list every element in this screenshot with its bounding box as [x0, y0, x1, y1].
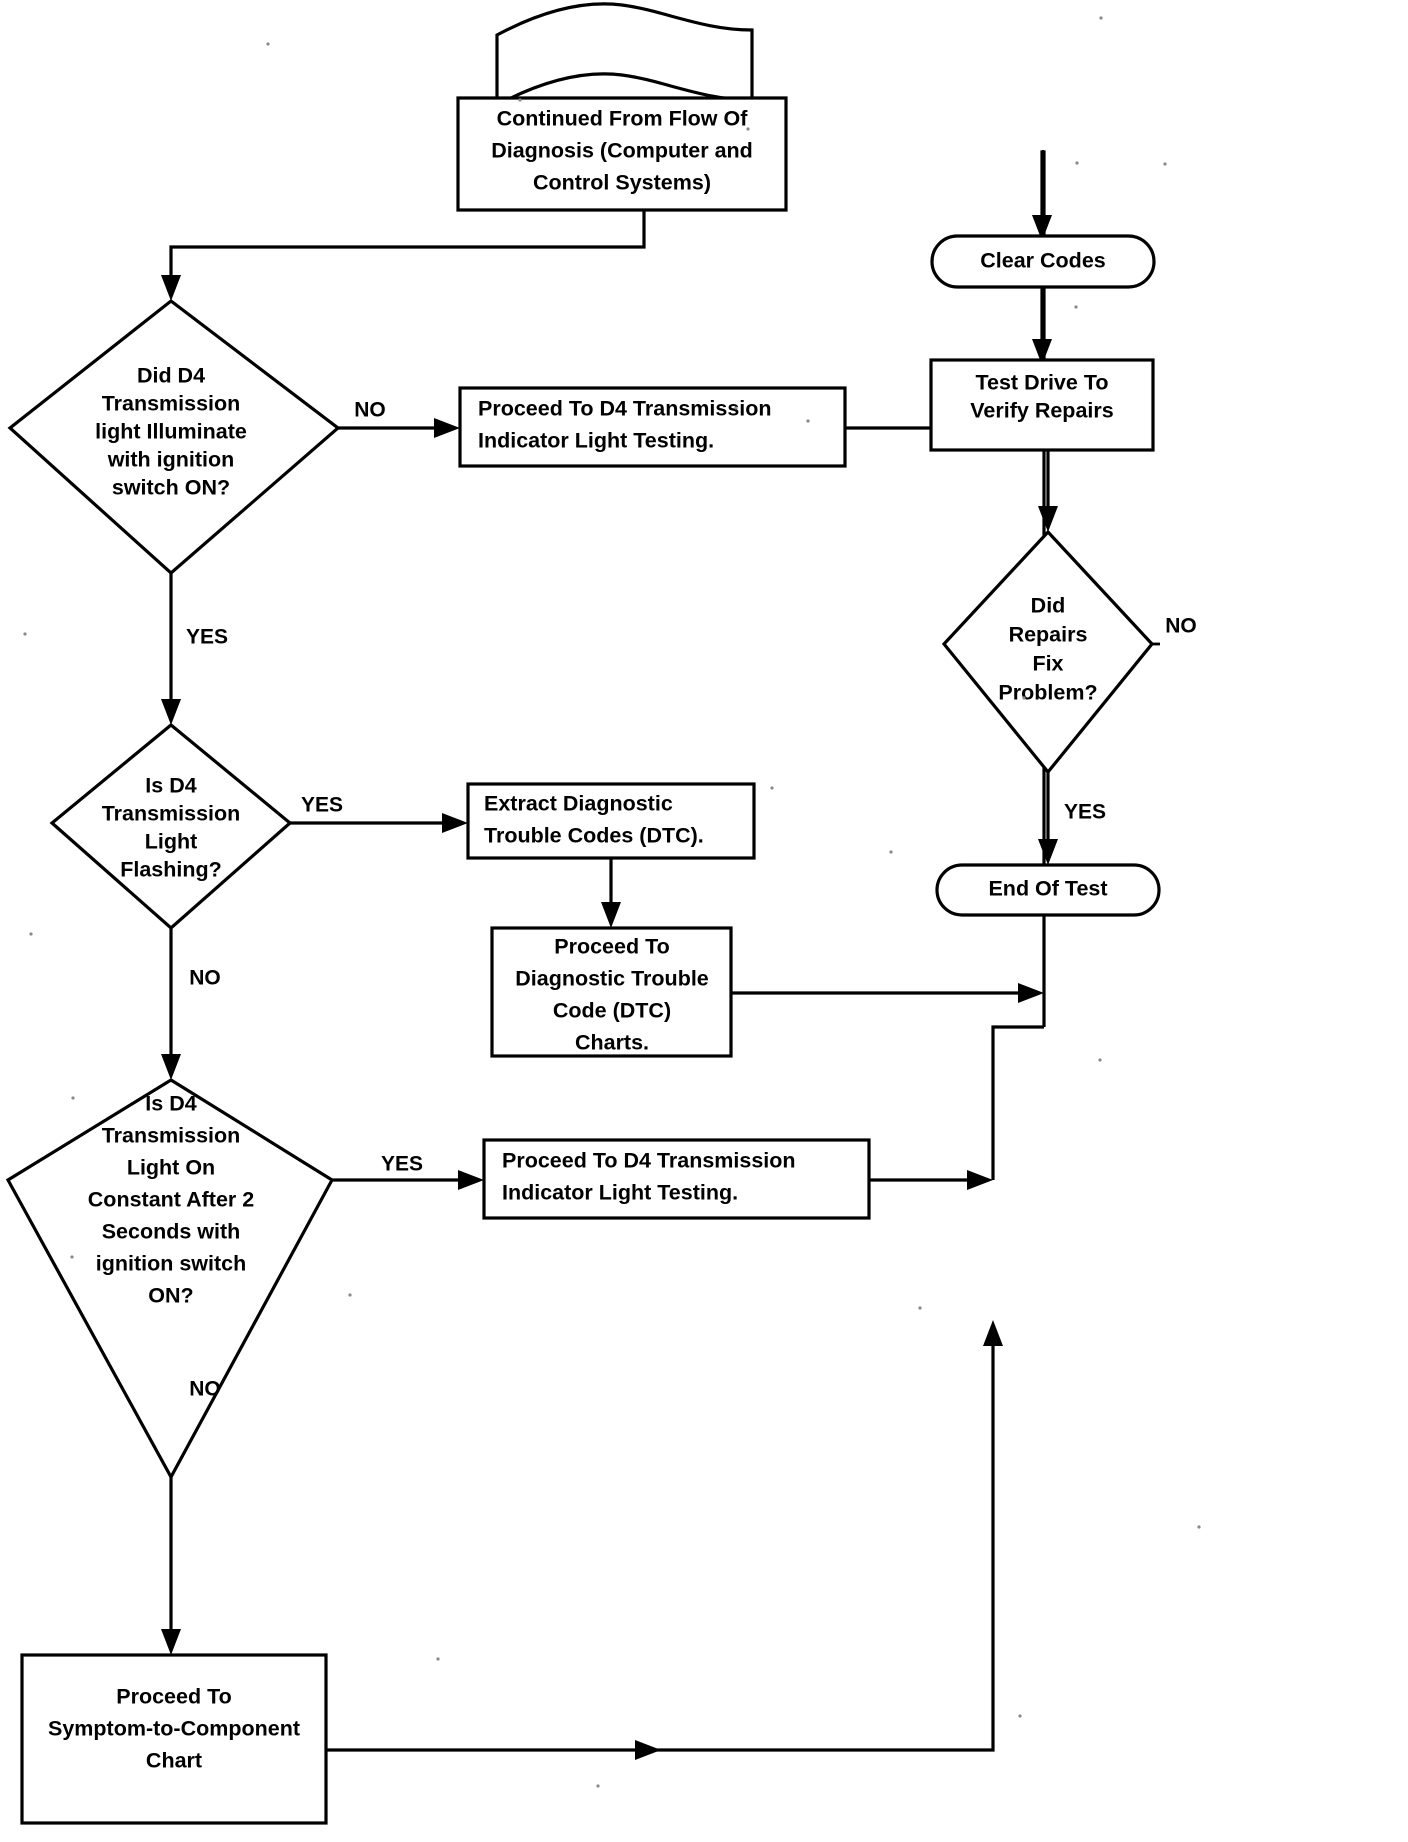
node-proceed-light-testing-bottom: Proceed To D4 Transmission Indicator Lig… [482, 1138, 871, 1220]
q-illuminate-line-4: with ignition [107, 448, 235, 472]
q-constant-line-1: Is D4 [145, 1092, 196, 1116]
q-flashing-line-3: Light [145, 830, 198, 854]
edge-illuminate-yes [161, 573, 181, 725]
q-constant-line-4: Constant After 2 [88, 1188, 254, 1212]
test-drive-line-1: Test Drive To [975, 371, 1108, 395]
edge-clear-codes-to-test-drive [1032, 287, 1052, 365]
node-proceed-light-testing-top: Proceed To D4 Transmission Indicator Lig… [458, 386, 847, 468]
node-test-drive: Test Drive To Verify Repairs [929, 358, 1155, 452]
node-clear-codes: Clear Codes [930, 234, 1156, 289]
label-illuminate-yes: YES [186, 626, 228, 649]
node-q-constant: Is D4 Transmission Light On Constant Aft… [5, 1078, 335, 1481]
q-constant-line-6: ignition switch [96, 1252, 247, 1276]
scan-artifacts [23, 16, 1201, 1788]
proceed-top-line-1: Proceed To D4 Transmission [478, 397, 772, 421]
edge-bottom-process-to-return [869, 1170, 993, 1190]
edge-extract-to-charts [601, 858, 621, 928]
edge-flashing-no [161, 928, 181, 1080]
dtc-charts-line-1: Proceed To [554, 935, 670, 959]
extract-dtc-line-1: Extract Diagnostic [484, 792, 673, 816]
q-constant-line-2: Transmission [102, 1124, 241, 1148]
symptom-chart-line-2: Symptom-to-Component [48, 1717, 300, 1741]
node-dtc-charts: Proceed To Diagnostic Trouble Code (DTC)… [490, 926, 733, 1058]
q-repairs-line-2: Repairs [1009, 623, 1088, 647]
continued-line-2: Diagnosis (Computer and [491, 139, 753, 163]
q-constant-line-7: ON? [148, 1284, 193, 1308]
label-constant-yes: YES [381, 1153, 423, 1176]
edge-repairs-yes [1038, 772, 1058, 865]
edge-flashing-yes [290, 813, 468, 833]
q-illuminate-line-3: light Illuminate [95, 420, 247, 444]
q-flashing-line-2: Transmission [102, 802, 241, 826]
node-q-flashing: Is D4 Transmission Light Flashing? [49, 722, 293, 931]
q-illuminate-line-2: Transmission [102, 392, 241, 416]
q-illuminate-line-1: Did D4 [137, 364, 205, 388]
continued-line-1: Continued From Flow Of [497, 107, 749, 131]
label-repairs-no: NO [1165, 615, 1197, 638]
test-drive-line-2: Verify Repairs [970, 399, 1113, 423]
q-constant-line-5: Seconds with [102, 1220, 241, 1244]
edge-top-elbow [1032, 150, 1052, 241]
label-illuminate-no: NO [354, 399, 386, 422]
node-q-illuminate: Did D4 Transmission light Illuminate wit… [7, 298, 341, 576]
clear-codes-label: Clear Codes [980, 249, 1106, 273]
proceed-top-line-2: Indicator Light Testing. [478, 429, 714, 453]
continued-line-3: Control Systems) [533, 171, 711, 195]
q-illuminate-line-5: switch ON? [112, 476, 230, 500]
edge-constant-yes [332, 1170, 484, 1190]
symptom-chart-line-1: Proceed To [116, 1685, 232, 1709]
node-extract-dtc: Extract Diagnostic Trouble Codes (DTC). [466, 782, 756, 860]
dtc-charts-line-3: Code (DTC) [553, 999, 671, 1023]
q-repairs-line-3: Fix [1032, 652, 1063, 676]
edge-test-drive-to-q-repairs [1038, 450, 1058, 532]
label-flashing-yes: YES [301, 794, 343, 817]
edge-charts-to-trunk [731, 983, 1044, 1003]
dtc-charts-line-2: Diagnostic Trouble [515, 967, 709, 991]
proceed-bottom-line-2: Indicator Light Testing. [502, 1181, 738, 1205]
q-flashing-line-4: Flashing? [120, 858, 222, 882]
edge-illuminate-no [338, 418, 460, 438]
edge-constant-no [161, 1477, 181, 1655]
node-end-of-test: End Of Test [935, 863, 1161, 917]
label-repairs-yes: YES [1064, 801, 1106, 824]
symptom-chart-line-3: Chart [146, 1749, 202, 1773]
edge-right-return-trunk [991, 1025, 1044, 1180]
dtc-charts-line-4: Charts. [575, 1031, 649, 1055]
q-repairs-line-4: Problem? [998, 681, 1097, 705]
label-flashing-no: NO [189, 967, 221, 990]
q-constant-line-3: Light On [127, 1156, 215, 1180]
node-symptom-chart: Proceed To Symptom-to-Component Chart [20, 1653, 328, 1825]
q-flashing-line-1: Is D4 [145, 774, 196, 798]
node-continued-from-flow: Continued From Flow Of Diagnosis (Comput… [456, 2, 788, 212]
q-repairs-line-1: Did [1031, 594, 1066, 618]
edge-symptom-to-return [326, 1320, 1003, 1760]
proceed-bottom-line-1: Proceed To D4 Transmission [502, 1149, 796, 1173]
edge-continued-to-q-illuminate [161, 210, 646, 301]
extract-dtc-line-2: Trouble Codes (DTC). [484, 824, 704, 848]
node-q-repairs: Did Repairs Fix Problem? [941, 529, 1155, 775]
end-of-test-label: End Of Test [988, 877, 1107, 901]
label-constant-no: NO [189, 1378, 221, 1401]
